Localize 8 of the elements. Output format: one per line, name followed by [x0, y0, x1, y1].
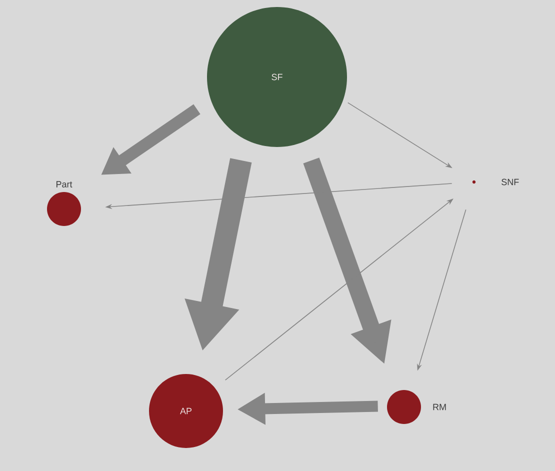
circle-node: SF — [207, 7, 347, 147]
node-label: Part — [56, 181, 72, 188]
node-label: RM — [433, 404, 446, 410]
circle-node: Part — [47, 181, 81, 226]
node-label: SNF — [502, 178, 519, 186]
circle-node: AP — [149, 374, 223, 448]
dot-node: RM — [387, 390, 446, 424]
dot-node: SNF — [472, 178, 519, 186]
